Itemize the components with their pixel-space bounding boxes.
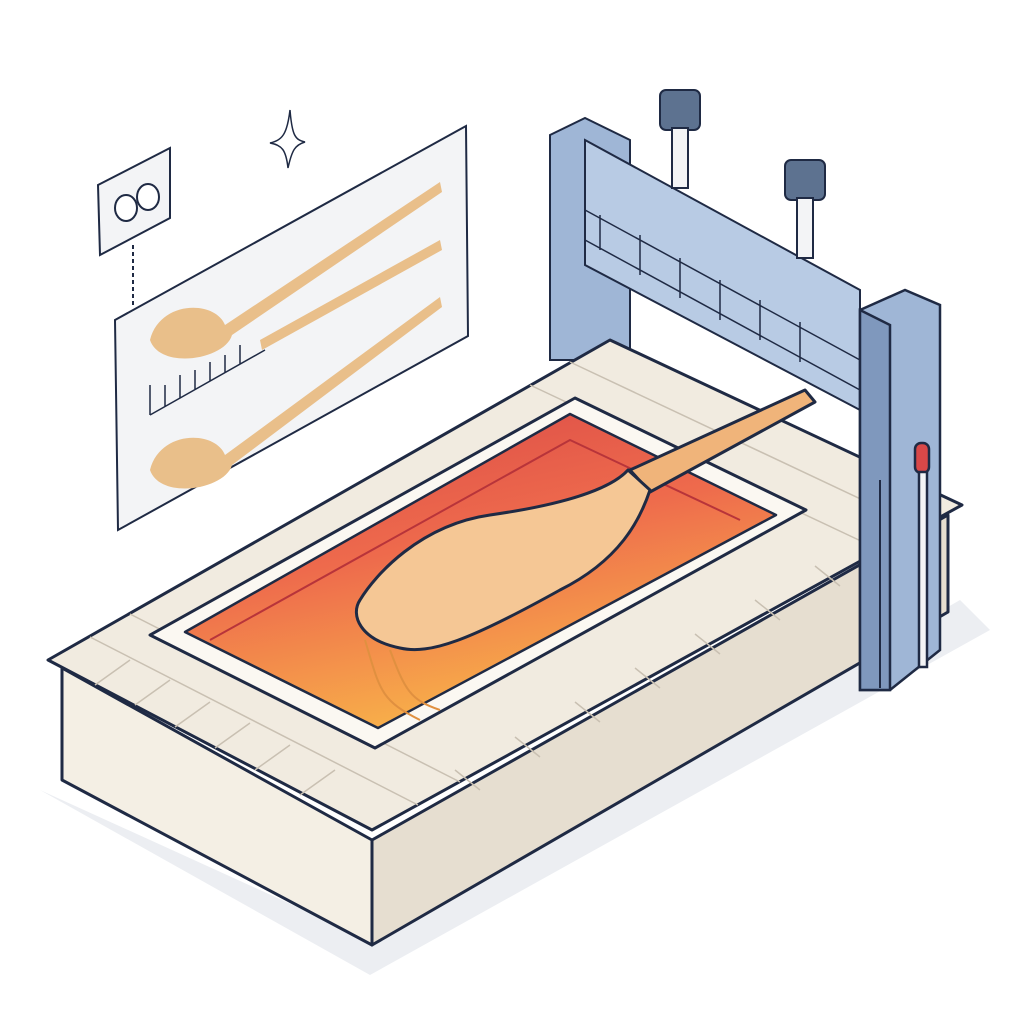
wall-panel: [113, 124, 470, 532]
lever-rod: [917, 470, 929, 669]
tub-side-face: [370, 513, 950, 947]
sparkle-icon: [269, 109, 306, 169]
machine-column: [858, 288, 942, 692]
paddle: [354, 388, 817, 721]
spoon-diagram: [150, 182, 442, 489]
lever-handle: [913, 441, 931, 475]
power-outlet-icon: [96, 146, 171, 305]
measure-scale: [149, 345, 266, 416]
tile-grid: [89, 361, 921, 806]
machine-frame: [549, 89, 861, 412]
